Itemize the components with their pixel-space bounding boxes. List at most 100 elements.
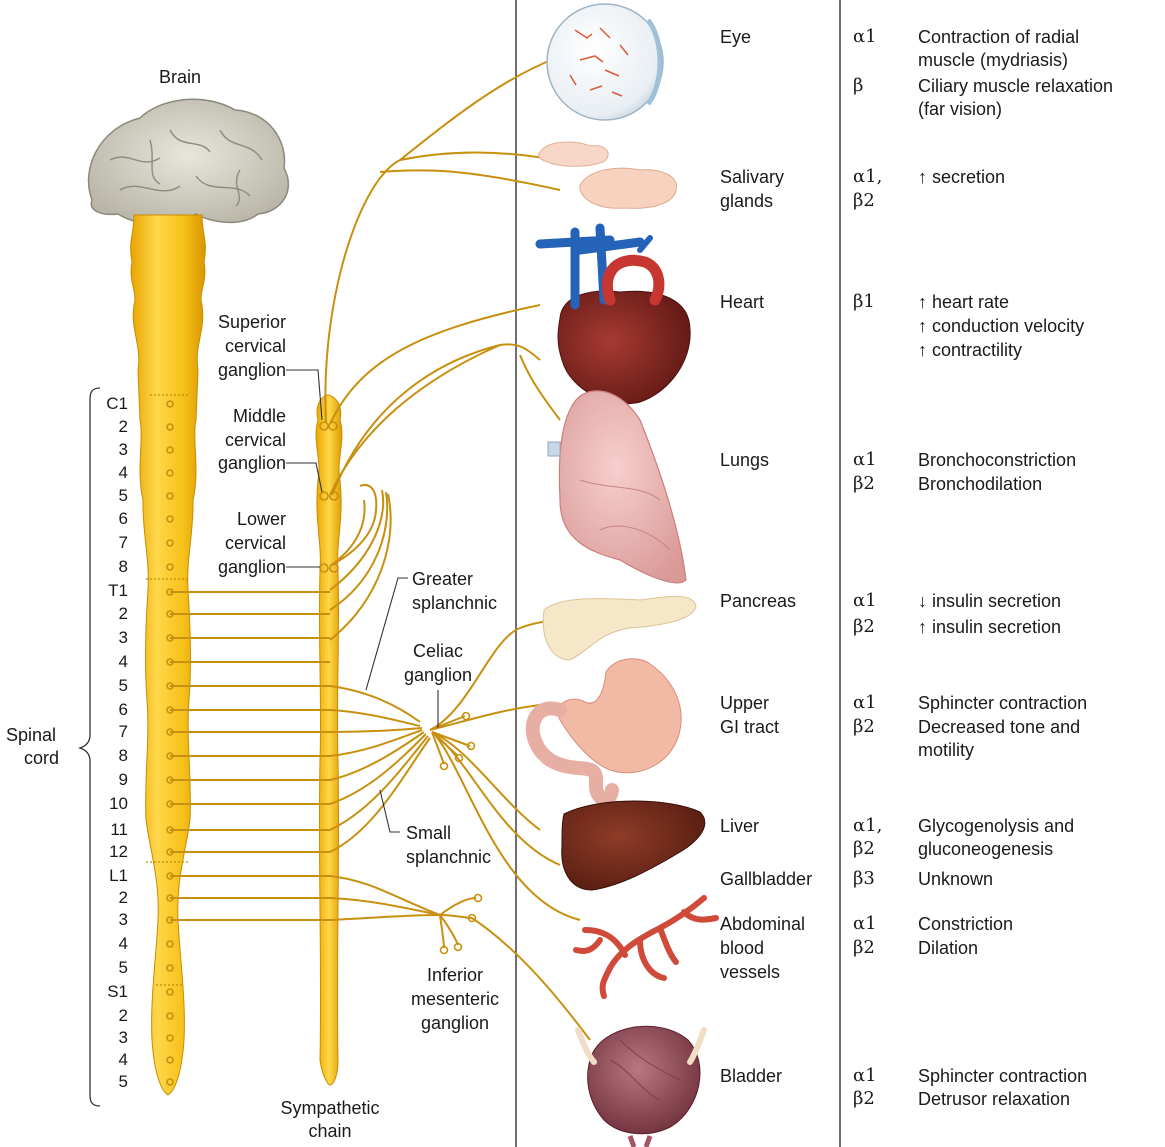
greater-splanchnic-line-1: Greater [412, 568, 473, 590]
receptor-eye-2: β [853, 75, 863, 97]
lower-ganglion-line-2: cervical [180, 532, 286, 554]
effect-bladder-2: Detrusor relaxation [918, 1088, 1070, 1110]
effect-lungs-1: Bronchoconstriction [918, 449, 1076, 471]
effect-lungs-2: Bronchodilation [918, 473, 1042, 495]
receptor-salivary-1: α1, [853, 166, 882, 188]
spinal-level-6: 7 [88, 533, 128, 553]
brain-illustration [89, 99, 289, 223]
effect-pancreas-1: ↓ insulin secretion [918, 590, 1061, 612]
effect-vessels-1: Constriction [918, 913, 1013, 935]
pancreas-illustration [543, 596, 696, 660]
receptor-eye-1: α1 [853, 26, 877, 48]
organ-pancreas: Pancreas [720, 590, 796, 612]
organ-abdominal-1: Abdominal [720, 913, 805, 935]
spinal-level-13: 6 [88, 700, 128, 720]
organ-salivary-1: Salivary [720, 166, 784, 188]
receptor-pancreas-2: β2 [853, 616, 875, 638]
heart-illustration [540, 228, 690, 404]
receptor-bladder-2: β2 [853, 1088, 875, 1110]
organ-abdominal-3: vessels [720, 961, 780, 983]
spinal-level-9: 2 [88, 604, 128, 624]
inferior-mesenteric-line-2: mesenteric [400, 988, 510, 1010]
effect-eye-2a: Ciliary muscle relaxation [918, 75, 1113, 97]
effect-liver-2: gluconeogenesis [918, 838, 1053, 860]
spinal-level-21: 2 [88, 888, 128, 908]
lower-ganglion-line-3: ganglion [180, 556, 286, 578]
inferior-mesenteric-line-1: Inferior [400, 964, 510, 986]
spinal-level-26: 2 [88, 1006, 128, 1026]
brain-label: Brain [140, 66, 220, 88]
effect-gi-2b: motility [918, 739, 974, 761]
effect-gi-2a: Decreased tone and [918, 716, 1080, 738]
effect-eye-1b: muscle (mydriasis) [918, 49, 1068, 71]
receptor-gi-1: α1 [853, 692, 877, 714]
spinal-level-16: 9 [88, 770, 128, 790]
abdominal-blood-vessels-illustration [576, 898, 716, 996]
superior-ganglion-line-2: cervical [180, 335, 286, 357]
spinal-level-2: 3 [88, 440, 128, 460]
receptor-heart: β1 [853, 291, 875, 313]
spinal-level-23: 4 [88, 934, 128, 954]
spinal-cord-label-2: cord [24, 747, 59, 769]
upper-gi-tract-illustration [533, 659, 681, 800]
receptor-vessels-2: β2 [853, 937, 875, 959]
sympathetic-chain-label-1: Sympathetic [270, 1097, 390, 1119]
receptor-lungs-2: β2 [853, 473, 875, 495]
inferior-mesenteric-line-3: ganglion [400, 1012, 510, 1034]
organ-upper-gi-2: GI tract [720, 716, 779, 738]
spinal-level-8: T1 [88, 581, 128, 601]
effect-liver-1: Glycogenolysis and [918, 815, 1074, 837]
receptor-bladder-1: α1 [853, 1065, 877, 1087]
spinal-level-3: 4 [88, 463, 128, 483]
receptor-gallbladder: β3 [853, 868, 875, 890]
superior-ganglion-line-3: ganglion [180, 359, 286, 381]
spinal-level-14: 7 [88, 722, 128, 742]
organ-bladder: Bladder [720, 1065, 782, 1087]
effect-gallbladder: Unknown [918, 868, 993, 890]
receptor-pancreas-1: α1 [853, 590, 877, 612]
middle-ganglion-line-2: cervical [180, 429, 286, 451]
organ-lungs: Lungs [720, 449, 769, 471]
effect-gi-1: Sphincter contraction [918, 692, 1087, 714]
liver-illustration [562, 801, 705, 890]
effect-heart-1: ↑ heart rate [918, 291, 1009, 313]
effect-bladder-1: Sphincter contraction [918, 1065, 1087, 1087]
organ-gallbladder: Gallbladder [720, 868, 812, 890]
effect-eye-2b: (far vision) [918, 98, 1002, 120]
spinal-cord-label-1: Spinal [6, 724, 56, 746]
small-splanchnic-line-2: splanchnic [406, 846, 491, 868]
spinal-level-19: 12 [88, 842, 128, 862]
organ-upper-gi-1: Upper [720, 692, 769, 714]
receptor-salivary-2: β2 [853, 190, 875, 212]
spinal-level-29: 5 [88, 1072, 128, 1092]
lungs-illustration [548, 391, 686, 583]
spinal-level-5: 6 [88, 509, 128, 529]
small-splanchnic-line-1: Small [406, 822, 451, 844]
organ-liver: Liver [720, 815, 759, 837]
effect-eye-1a: Contraction of radial [918, 26, 1079, 48]
spinal-level-15: 8 [88, 746, 128, 766]
lower-ganglion-line-1: Lower [180, 508, 286, 530]
receptor-liver-1: α1, [853, 815, 882, 837]
effect-pancreas-2: ↑ insulin secretion [918, 616, 1061, 638]
sympathetic-chain-label-2: chain [270, 1120, 390, 1142]
middle-ganglion-line-3: ganglion [180, 452, 286, 474]
spinal-level-20: L1 [88, 866, 128, 886]
effect-heart-3: ↑ contractility [918, 339, 1022, 361]
middle-ganglion-line-1: Middle [180, 405, 286, 427]
spinal-level-25: S1 [88, 982, 128, 1002]
spinal-level-12: 5 [88, 676, 128, 696]
effect-vessels-2: Dilation [918, 937, 978, 959]
spinal-level-27: 3 [88, 1028, 128, 1048]
spinal-level-24: 5 [88, 958, 128, 978]
spinal-level-22: 3 [88, 910, 128, 930]
spinal-level-0: C1 [88, 394, 128, 414]
organ-salivary-2: glands [720, 190, 773, 212]
receptor-vessels-1: α1 [853, 913, 877, 935]
spinal-level-17: 10 [88, 794, 128, 814]
receptor-liver-2: β2 [853, 838, 875, 860]
celiac-ganglion-line-2: ganglion [398, 664, 478, 686]
celiac-ganglion-line-1: Celiac [398, 640, 478, 662]
spinal-level-10: 3 [88, 628, 128, 648]
